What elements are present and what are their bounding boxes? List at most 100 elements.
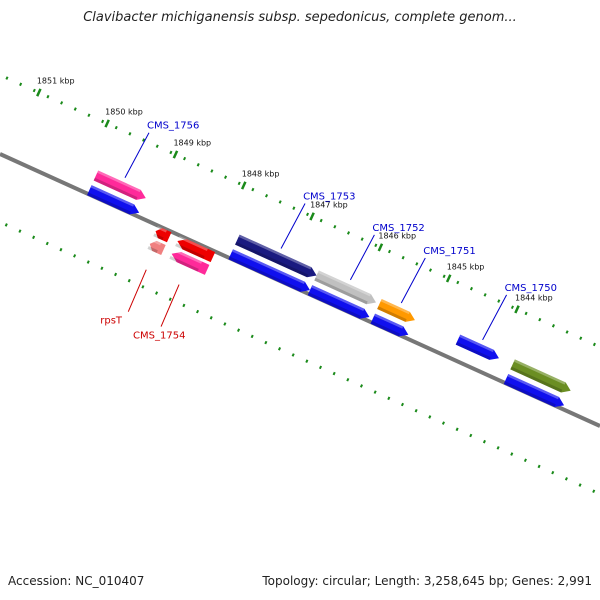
gene-label: CMS_1753	[303, 191, 355, 202]
cds-bar	[175, 236, 216, 263]
outer-ring-tick	[60, 101, 64, 105]
gene-label: CMS_1751	[423, 246, 475, 257]
tick-label: 1846 kbp	[378, 231, 416, 240]
outer-ring-tick	[483, 293, 487, 297]
topology-summary: Topology: circular; Length: 3,258,645 bp…	[262, 574, 592, 588]
major-tick	[36, 88, 42, 97]
inner-ring-tick	[18, 229, 22, 233]
cds-bar	[87, 185, 140, 215]
major-tick	[172, 150, 179, 159]
gene-bar	[93, 170, 146, 200]
inner-ring-tick	[428, 415, 432, 419]
major-tick	[104, 119, 110, 128]
outer-ring-tick	[5, 76, 9, 80]
label-leader	[280, 203, 306, 249]
outer-ring-tick	[360, 237, 364, 241]
inner-ring-tick	[592, 489, 596, 494]
inner-ring-tick	[114, 272, 118, 277]
outer-ring-tick	[592, 342, 596, 347]
outer-ring-tick	[579, 336, 583, 340]
inner-ring-tick	[551, 470, 555, 475]
tick-label: 1850 kbp	[105, 108, 143, 117]
label-leader	[127, 269, 147, 312]
outer-ring-tick	[524, 311, 528, 316]
outer-ring-tick	[292, 206, 296, 210]
outer-ring-tick	[265, 193, 269, 198]
inner-ring-tick	[155, 291, 159, 295]
label-leader	[349, 234, 375, 281]
outer-ring-tick	[224, 175, 228, 179]
inner-ring-tick	[373, 390, 377, 394]
gene-label: rpsT	[100, 316, 123, 327]
outer-ring-tick	[87, 113, 91, 118]
accession-text: Accession: NC_010407	[8, 574, 145, 588]
outer-ring-tick	[551, 324, 555, 328]
inner-ring-tick	[73, 254, 77, 258]
inner-ring-tick	[127, 278, 131, 283]
inner-ring-tick	[332, 371, 336, 376]
feature-layer	[87, 170, 571, 408]
major-tick	[514, 305, 520, 314]
outer-ring-tick	[442, 274, 446, 279]
inner-ring-tick	[578, 483, 582, 487]
gene-label: CMS_1752	[372, 223, 424, 234]
outer-ring-tick	[196, 163, 200, 167]
inner-ring-tick	[209, 316, 213, 320]
inner-ring-tick	[482, 439, 486, 444]
inner-ring-tick	[387, 396, 391, 401]
outer-ring-tick	[565, 330, 569, 334]
tick-label: 1844 kbp	[515, 293, 553, 302]
gene-label: CMS_1754	[133, 331, 185, 342]
outer-ring-tick	[210, 169, 214, 173]
inner-ring-tick	[469, 433, 473, 438]
major-tick	[377, 243, 384, 252]
outer-ring-tick	[469, 286, 473, 291]
inner-ring-tick	[196, 309, 200, 314]
tick-label: 1848 kbp	[242, 169, 280, 178]
inner-ring-tick	[182, 303, 186, 308]
inner-ring-tick	[346, 377, 350, 382]
gene-bar	[147, 238, 166, 256]
outer-ring-tick	[142, 138, 146, 142]
cds-bar	[370, 313, 409, 337]
inner-ring-tick	[318, 365, 323, 370]
tick-label: 1845 kbp	[447, 262, 485, 271]
major-tick	[240, 181, 247, 190]
inner-ring-tick	[168, 297, 172, 302]
label-leader	[124, 132, 150, 178]
gene-label: CMS_1756	[147, 121, 199, 132]
outer-ring-tick	[374, 243, 378, 248]
outer-ring-tick	[19, 82, 23, 87]
major-tick	[309, 212, 315, 221]
inner-ring-tick	[264, 340, 268, 345]
outer-ring-tick	[346, 231, 351, 235]
inner-ring-tick	[236, 328, 241, 332]
inner-ring-tick	[32, 235, 36, 240]
gene-bar	[510, 359, 571, 393]
inner-ring-tick	[510, 452, 514, 456]
label-leader	[400, 257, 426, 304]
inner-ring-tick	[305, 359, 309, 363]
gene-bar	[377, 299, 415, 322]
inner-ring-tick	[223, 322, 227, 326]
outer-ring-tick	[251, 187, 255, 192]
outer-ring-tick	[538, 317, 542, 322]
cds-bar	[503, 373, 565, 408]
outer-ring-tick	[73, 107, 77, 111]
inner-ring-tick	[277, 347, 282, 351]
gene-label: CMS_1750	[505, 283, 557, 294]
outer-ring-tick	[456, 280, 460, 285]
map-title: Clavibacter michiganensis subsp. sepedon…	[83, 10, 517, 25]
inner-ring-tick	[455, 427, 459, 432]
inner-ring-tick	[359, 384, 364, 388]
outer-ring-tick	[510, 305, 514, 310]
inner-ring-tick	[250, 334, 254, 339]
cds-bar	[307, 285, 370, 319]
outer-ring-tick	[114, 125, 118, 130]
outer-ring-tick	[32, 88, 36, 93]
inner-ring-tick	[441, 421, 445, 425]
outer-ring-tick	[101, 119, 105, 124]
outer-ring-tick	[169, 150, 173, 155]
